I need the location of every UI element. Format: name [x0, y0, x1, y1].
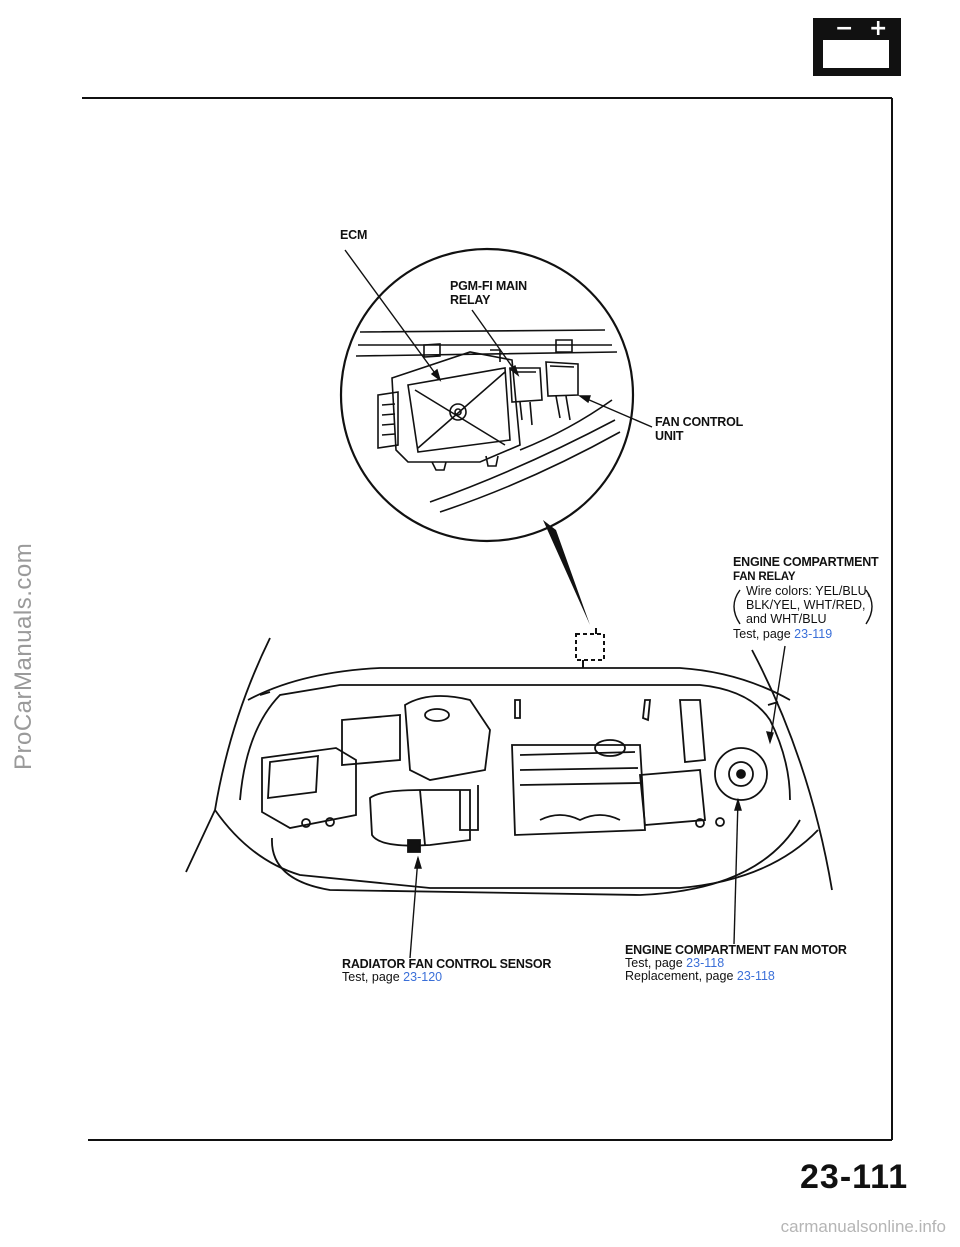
fan-motor-test-page-link[interactable]: 23-118: [686, 956, 725, 970]
pgmfi-main-relay-label-line2: RELAY: [450, 293, 491, 307]
fan-relay-test-page-link[interactable]: 23-119: [794, 627, 833, 641]
sensor-test-page-link[interactable]: 23-120: [403, 970, 443, 984]
sensor-test-text: Test, page: [342, 970, 400, 984]
battery-window: [823, 40, 889, 68]
fan-control-unit-label-line1: FAN CONTROL: [655, 415, 744, 429]
pgmfi-main-relay-label-line1: PGM-FI MAIN: [450, 279, 527, 293]
battery-minus-symbol: −: [835, 16, 854, 41]
fan-relay-test-text: Test, page: [733, 627, 791, 641]
fan-motor-replacement-ref: Replacement, page 23-118: [625, 969, 775, 983]
fan-relay-test-ref: Test, page 23-119: [733, 627, 832, 641]
zoom-pointer: [543, 520, 590, 625]
fan-relay-wire-colors-1: Wire colors: YEL/BLU,: [746, 584, 871, 598]
page-number: 23-111: [800, 1158, 909, 1196]
car-body-outline: [185, 637, 833, 896]
fan-motor-test-ref: Test, page 23-118: [625, 956, 724, 970]
relay-location-icon: [575, 628, 605, 668]
side-watermark: ProCarManuals.com: [10, 542, 37, 770]
fan-control-unit-label-line2: UNIT: [655, 429, 684, 443]
fan-relay-wire-colors-3: and WHT/BLU: [746, 612, 827, 626]
battery-plus-symbol: +: [869, 16, 888, 41]
fan-motor-replacement-page-link[interactable]: 23-118: [736, 969, 775, 983]
fan-motor-replacement-text: Replacement, page: [625, 969, 734, 983]
bottom-watermark: carmanualsonline.info: [780, 1217, 946, 1236]
battery-icon: − +: [813, 16, 901, 76]
fan-motor-test-text: Test, page: [625, 956, 683, 970]
fan-relay-wire-colors-2: BLK/YEL, WHT/RED,: [746, 598, 866, 612]
sensor-test-ref: Test, page 23-120: [342, 970, 442, 984]
radiator-fan-control-sensor-title: RADIATOR FAN CONTROL SENSOR: [342, 957, 552, 971]
ecm-detail-circle: [339, 247, 635, 543]
fan-relay-subtitle: FAN RELAY: [733, 571, 796, 583]
ecm-label: ECM: [340, 228, 368, 242]
fan-relay-title: ENGINE COMPARTMENT: [733, 555, 879, 569]
fan-motor-title: ENGINE COMPARTMENT FAN MOTOR: [625, 943, 847, 957]
